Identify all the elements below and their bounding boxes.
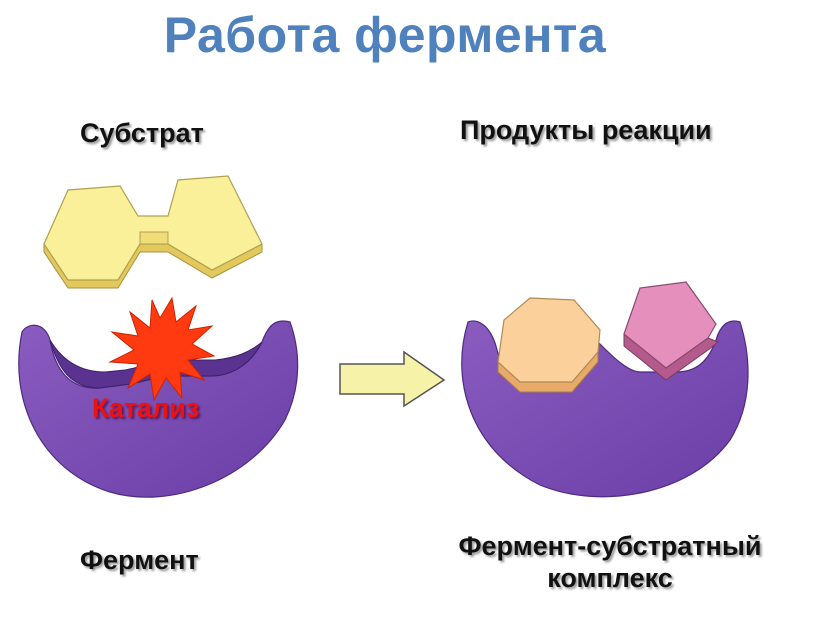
- enzyme-label: Фермент: [80, 545, 199, 575]
- substrate-top: [43, 175, 263, 281]
- complex-label-line2: комплекс: [547, 563, 673, 593]
- page-title: Работа фермента: [163, 7, 607, 63]
- product-pentagon-top: [623, 281, 717, 369]
- substrate-label: Субстрат: [80, 118, 204, 148]
- product-hexagon: [497, 297, 601, 393]
- complex-label-line1: Фермент-субстратный: [458, 531, 762, 561]
- product-hexagon-top: [497, 297, 601, 383]
- substrate-notch: [139, 231, 169, 245]
- enzyme-left-body: [18, 320, 299, 498]
- catalysis-label: Катализ: [92, 393, 200, 423]
- product-pentagon: [623, 281, 719, 381]
- right-arrow-icon: [339, 350, 446, 408]
- products-label: Продукты реакции: [460, 115, 712, 145]
- starburst-icon: [108, 296, 216, 402]
- substrate-molecule: [43, 175, 263, 289]
- complex-label: Фермент-субстратный комплекс: [420, 530, 800, 594]
